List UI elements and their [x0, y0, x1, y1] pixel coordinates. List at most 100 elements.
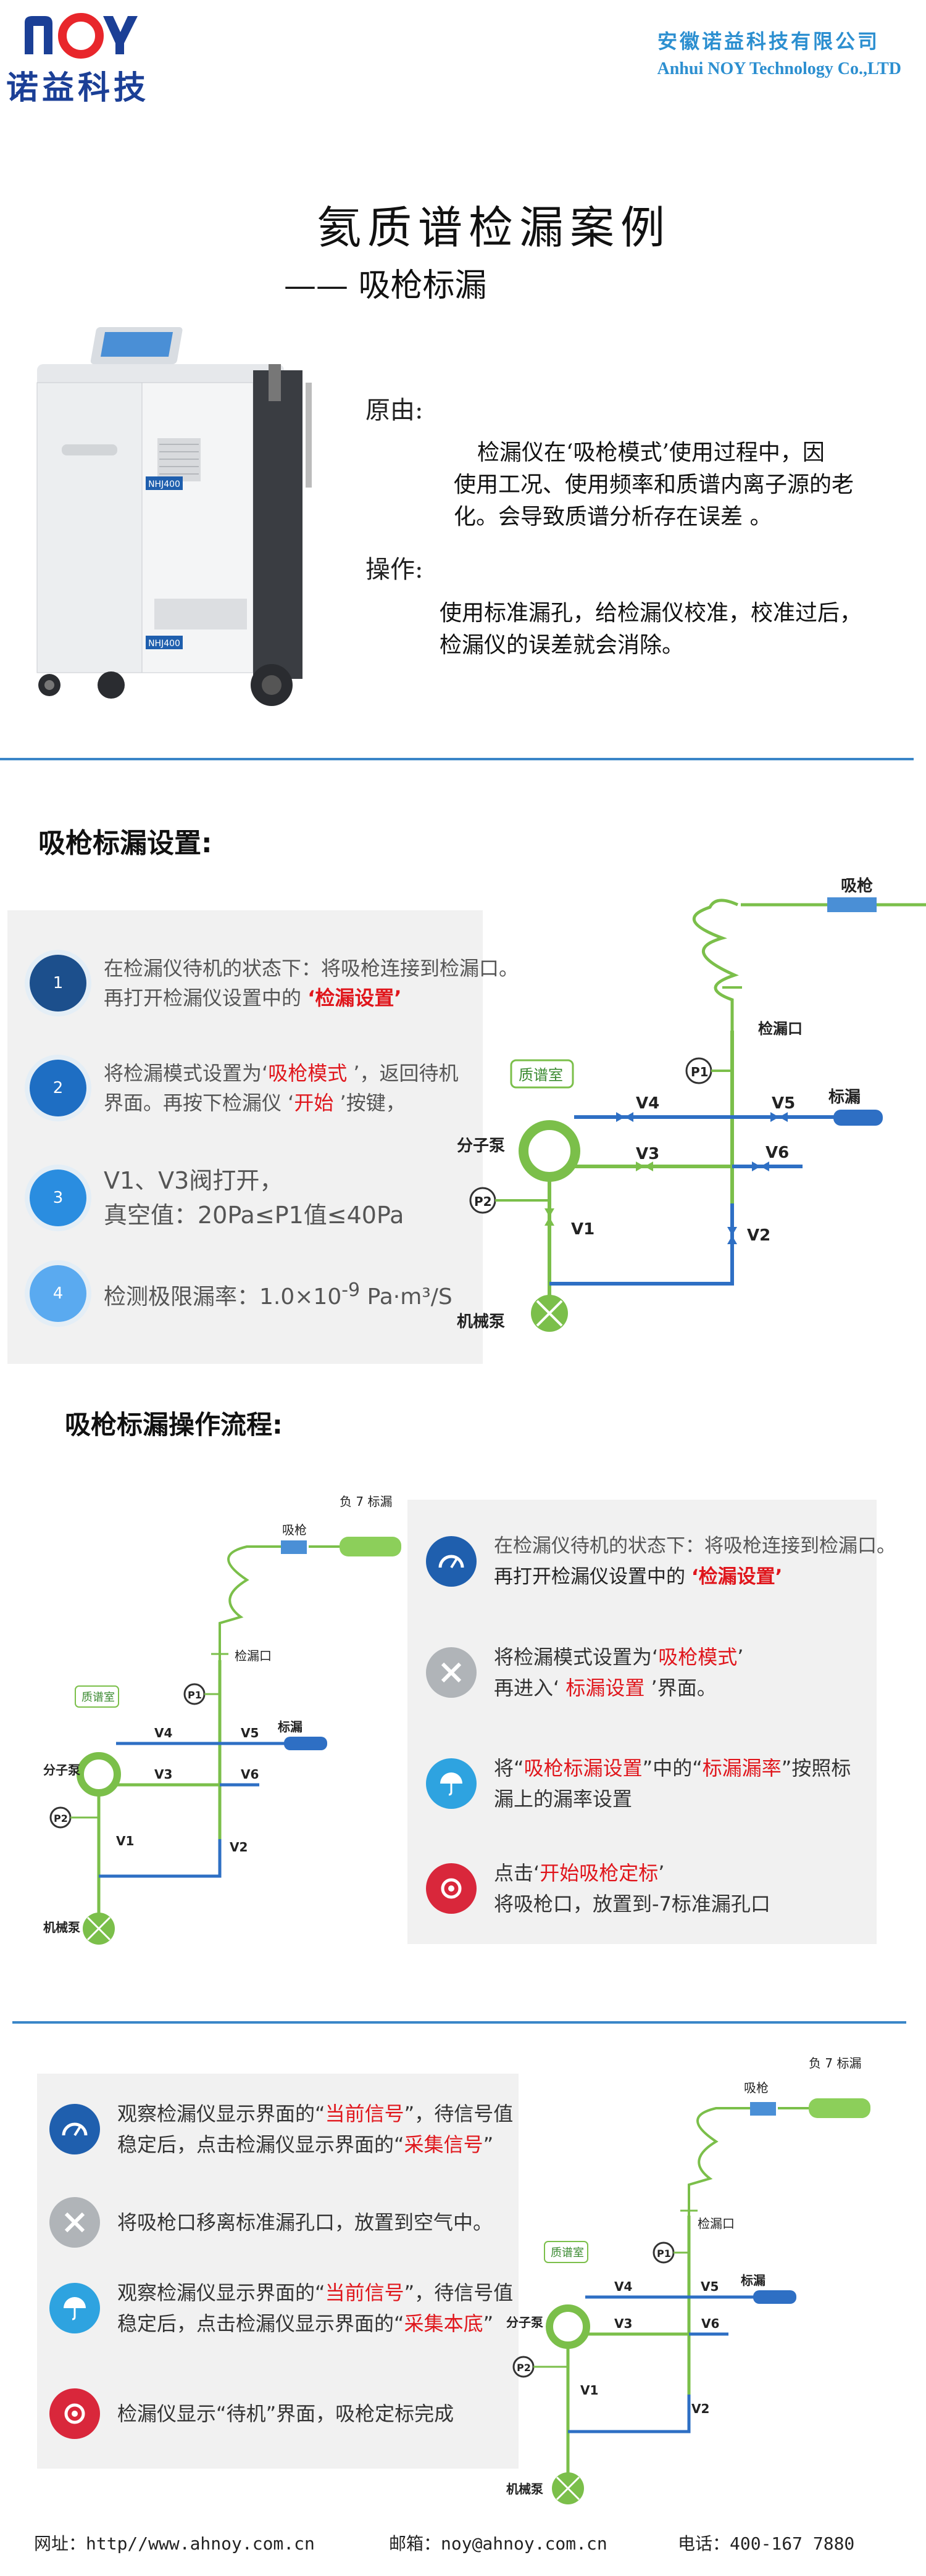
label-v4: V4	[636, 1094, 659, 1113]
label-port: 检漏口	[698, 2216, 735, 2231]
step-number-badge: 2	[30, 1060, 86, 1116]
flow-step-4-line-2: 将吸枪口，放置到-7标准漏孔口	[494, 1892, 770, 1916]
step-4-text: 检测极限漏率：1.0×10	[104, 1284, 342, 1310]
leak-detector-machine-image: NHJ400 NHJ400	[36, 327, 312, 706]
label-p2: P2	[54, 1813, 68, 1824]
flow-step-3-text-a: 将“	[494, 1756, 524, 1780]
step-number-badge: 1	[30, 955, 86, 1012]
label-v3: V3	[154, 1767, 172, 1782]
flow-step-2-text-b: ’	[737, 1645, 744, 1669]
label-standard-leak-7: 负 7 标漏	[340, 1494, 392, 1509]
tools-icon	[49, 2197, 100, 2248]
umbrella-icon	[426, 1758, 477, 1809]
setup-step-3: 3 V1、V3阀打开， 真空值：20Pa≤P1值≤40Pa	[30, 1163, 404, 1232]
label-v2: V2	[747, 1226, 770, 1245]
label-v3: V3	[614, 2316, 632, 2331]
gauge-icon	[49, 2104, 100, 2154]
page-subtitle: —— 吸枪标漏	[284, 267, 487, 304]
target-icon	[426, 1863, 477, 1914]
flow-step-1-line-1: 在检漏仪待机的状态下：将吸枪连接到检漏口。	[494, 1535, 896, 1557]
footer-email[interactable]: 邮箱：noy@ahnoy.com.cn	[389, 2533, 607, 2554]
final-step-2-text: 将吸枪口移离标准漏孔口，放置到空气中。	[117, 2211, 493, 2234]
step-2-highlight-mode: 吸枪模式	[268, 1062, 348, 1085]
setup-step-2: 2 将检漏模式设置为‘吸枪模式 ’，返回待机 界面。再按下检漏仪 ‘开始 ’按键…	[30, 1058, 459, 1118]
company-name-en: Anhui NOY Technology Co.,LTD	[657, 59, 902, 78]
operation-label: 操作:	[365, 555, 423, 584]
label-molecular-pump: 分子泵	[506, 2315, 543, 2330]
label-p2: P2	[517, 2362, 531, 2374]
flow-step-2-highlight-mode: 吸枪模式	[658, 1645, 738, 1669]
final-step-3-text-c: 稳定后，点击检漏仪显示界面的“	[117, 2312, 404, 2335]
reason-text-line-2: 使用工况、使用频率和质谱内离子源的老	[454, 472, 854, 497]
final-step-4-text: 检漏仪显示“待机”界面，吸枪定标完成	[117, 2402, 454, 2425]
label-p2: P2	[474, 1194, 492, 1209]
vacuum-system-diagram-2: 负 7 标漏 吸枪 检漏口 P1 质谱室 分子泵 V4 V5 标漏 V3 V6 …	[43, 1494, 401, 1945]
label-mechanical-pump: 机械泵	[457, 1313, 505, 1331]
label-standard-leak: 标漏	[278, 1719, 302, 1734]
setup-steps-panel	[7, 910, 483, 1364]
label-gun: 吸枪	[282, 1523, 307, 1537]
final-step-3-highlight-1: 当前信号	[325, 2281, 404, 2304]
section-flow-title: 吸枪标漏操作流程:	[65, 1410, 283, 1440]
reason-text-line-3: 化。会导致质谱分析存在误差 。	[454, 504, 772, 530]
label-chamber: 质谱室	[81, 1691, 115, 1704]
final-step-3-text-d: ”	[483, 2312, 494, 2335]
label-mechanical-pump: 机械泵	[43, 1920, 80, 1935]
final-step-1-text-d: ”	[483, 2133, 494, 2156]
operation-text-line-1: 使用标准漏孔，给检漏仪校准，校准过后，	[440, 600, 862, 626]
flow-step-1-line-2: 再打开检漏仪设置中的	[494, 1566, 691, 1588]
label-v1: V1	[571, 1220, 594, 1239]
logo-text: 诺益科技	[6, 70, 150, 107]
label-v6: V6	[241, 1767, 259, 1782]
target-icon	[49, 2388, 100, 2439]
tools-icon	[426, 1647, 477, 1698]
page-title: 氦质谱检漏案例	[316, 202, 671, 254]
vacuum-system-diagram-1: 吸枪 检漏口 P1 质谱室 分子泵 V4 V5 标漏 V3 V6 P2	[457, 876, 926, 1332]
setup-step-1: 1 在检漏仪待机的状态下：将吸枪连接到检漏口。 再打开检漏仪设置中的 ‘检漏设置…	[30, 954, 519, 1013]
gauge-icon	[426, 1536, 477, 1587]
label-v4: V4	[614, 2279, 632, 2294]
flow-step-4-text-b: ’	[658, 1861, 665, 1885]
flow-step-3-line-2: 漏上的漏率设置	[494, 1787, 633, 1811]
company-name-cn: 安徽诺益科技有限公司	[657, 30, 880, 53]
label-chamber: 质谱室	[551, 2246, 584, 2259]
flow-step-3-highlight-2: 标漏漏率	[702, 1756, 782, 1780]
label-v1: V1	[580, 2383, 598, 2398]
label-v2: V2	[691, 2401, 709, 2416]
final-step-2: 将吸枪口移离标准漏孔口，放置到空气中。	[49, 2197, 493, 2248]
footer-website[interactable]: 网址：http//www.ahnoy.com.cn	[34, 2533, 315, 2554]
divider-1	[0, 758, 914, 760]
label-v1: V1	[116, 1834, 134, 1848]
flow-step-4: 点击‘开始吸枪定标’ 将吸枪口，放置到-7标准漏孔口	[426, 1858, 770, 1919]
final-step-3: 观察检漏仪显示界面的“当前信号”，待信号值 稳定后，点击检漏仪显示界面的“采集本…	[49, 2277, 513, 2339]
umbrella-icon	[49, 2283, 100, 2333]
flow-step-3-text-b: ”中的“	[642, 1756, 703, 1780]
flow-step-2-highlight-setting: 标漏设置	[565, 1676, 645, 1700]
label-gun: 吸枪	[841, 876, 873, 895]
step-3-line-2: 真空值：20Pa≤P1值≤40Pa	[104, 1202, 404, 1229]
flow-step-4-highlight: 开始吸枪定标	[540, 1861, 659, 1885]
label-v4: V4	[154, 1726, 172, 1740]
footer-phone: 电话：400-167 7880	[678, 2533, 855, 2554]
step-3-line-1: V1、V3阀打开，	[104, 1167, 283, 1194]
label-p1: P1	[691, 1065, 709, 1079]
flow-step-2-text-c: 再进入‘	[494, 1676, 566, 1700]
step-1-line-1: 在检漏仪待机的状态下：将吸枪连接到检漏口。	[104, 957, 519, 980]
company-logo	[25, 13, 138, 59]
final-step-3-text-a: 观察检漏仪显示界面的“	[117, 2281, 325, 2304]
label-standard-leak: 标漏	[741, 2273, 765, 2288]
label-v6: V6	[765, 1144, 789, 1162]
flow-steps-panel	[407, 1500, 877, 1944]
flow-step-4-text-a: 点击‘	[494, 1861, 540, 1885]
operation-text-line-2: 检漏仪的误差就会消除。	[440, 633, 685, 658]
step-2-highlight-start: 开始	[294, 1091, 334, 1115]
label-port: 检漏口	[758, 1020, 803, 1037]
flow-step-3: 将“吸枪标漏设置”中的“标漏漏率”按照标 漏上的漏率设置	[426, 1753, 851, 1814]
label-chamber: 质谱室	[519, 1066, 563, 1084]
step-4-unit: Pa·m³/S	[360, 1284, 453, 1310]
final-step-1-highlight-1: 当前信号	[325, 2102, 404, 2125]
step-4-exponent: -9	[341, 1279, 361, 1301]
step-number-badge: 3	[30, 1170, 86, 1226]
step-1-line-2: 再打开检漏仪设置中的	[104, 986, 308, 1010]
setup-step-4: 4 检测极限漏率：1.0×10-9 Pa·m³/S	[30, 1265, 453, 1322]
